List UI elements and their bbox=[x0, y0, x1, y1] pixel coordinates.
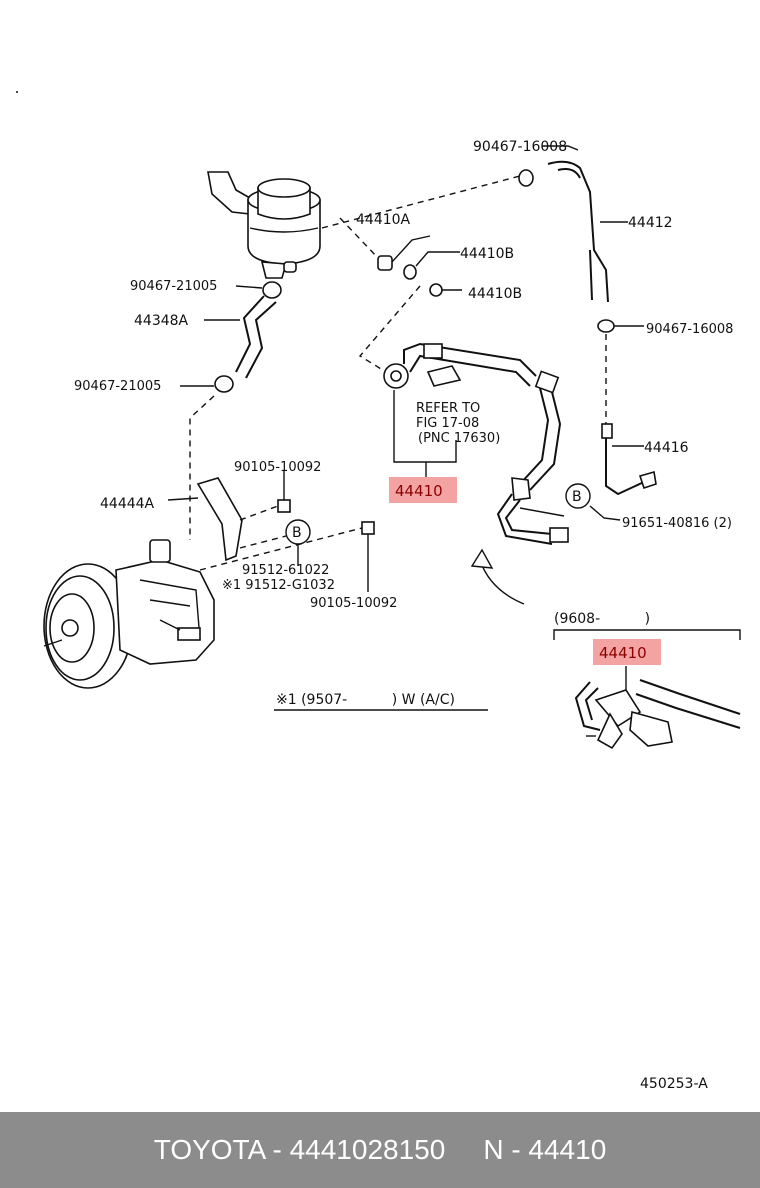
speck bbox=[16, 91, 18, 93]
label-9608: (9608- ) bbox=[554, 611, 650, 627]
label-90467-16008-right: 90467-16008 bbox=[646, 322, 733, 337]
label-b-right: B bbox=[572, 489, 582, 505]
label-b-left: B bbox=[292, 525, 302, 541]
label-91512-b: ※1 91512-G1032 bbox=[222, 578, 335, 593]
label-90467-16008-top: 90467-16008 bbox=[473, 139, 567, 155]
label-44410A: 44410A bbox=[356, 212, 411, 228]
footer-bar: TOYOTA - 4441028150 N - 44410 bbox=[0, 1112, 760, 1188]
drawing-number: 450253-A bbox=[640, 1076, 708, 1092]
inset-bracket bbox=[553, 629, 741, 690]
leader-line bbox=[542, 145, 579, 151]
footer-part-number: TOYOTA - 4441028150 bbox=[153, 1134, 446, 1165]
leader-line bbox=[235, 285, 263, 289]
bracket-44444A-drawing bbox=[167, 470, 375, 592]
label-90105-top: 90105-10092 bbox=[234, 460, 321, 475]
label-44410-inset: 44410 bbox=[599, 644, 647, 662]
power-steering-pump-drawing bbox=[43, 539, 215, 689]
tube-44416-drawing bbox=[601, 334, 657, 496]
label-44410B-1: 44410B bbox=[460, 246, 514, 262]
arrow-head bbox=[470, 548, 494, 569]
label-note-9507: ※1 (9507- ) W (A/C) bbox=[276, 692, 455, 708]
label-44416: 44416 bbox=[644, 440, 689, 456]
label-91651: 91651-40816 (2) bbox=[622, 516, 732, 531]
highlight-box-main bbox=[389, 477, 457, 503]
pressure-hose-44410-drawing bbox=[383, 342, 569, 545]
hose-44412-drawing bbox=[518, 160, 609, 303]
label-44410-main: 44410 bbox=[395, 482, 443, 500]
leader-dashed bbox=[321, 175, 521, 229]
inset-drawing bbox=[574, 679, 741, 750]
clamp-drawing bbox=[597, 319, 644, 333]
ref-b-circle-right bbox=[565, 483, 591, 509]
highlight-box-inset bbox=[593, 639, 661, 665]
footer-pnc: N - 44410 bbox=[483, 1134, 607, 1165]
reservoir-tank-drawing bbox=[207, 171, 321, 279]
leader-line bbox=[519, 507, 565, 517]
refer-bracket bbox=[393, 390, 457, 463]
leader-dashed bbox=[189, 395, 215, 540]
fittings-44410A-44410B bbox=[339, 217, 462, 373]
label-refer-line3: (PNC 17630) bbox=[418, 431, 500, 446]
label-91512-a: 91512-61022 bbox=[242, 563, 329, 578]
label-refer-line2: FIG 17-08 bbox=[416, 416, 479, 431]
leader-line bbox=[589, 505, 621, 521]
label-90467-21005-b: 90467-21005 bbox=[74, 379, 161, 394]
label-44410B-2: 44410B bbox=[468, 286, 522, 302]
label-44444A: 44444A bbox=[100, 496, 155, 512]
label-90105-bottom: 90105-10092 bbox=[310, 596, 397, 611]
label-44348A: 44348A bbox=[134, 313, 189, 329]
parts-diagram: 90467-16008 44412 44410A 44410B 44410B 9… bbox=[16, 91, 741, 1092]
hose-44348A-drawing bbox=[214, 281, 282, 393]
label-refer-line1: REFER TO bbox=[416, 401, 480, 416]
label-44412: 44412 bbox=[628, 215, 673, 231]
label-90467-21005-a: 90467-21005 bbox=[130, 279, 217, 294]
